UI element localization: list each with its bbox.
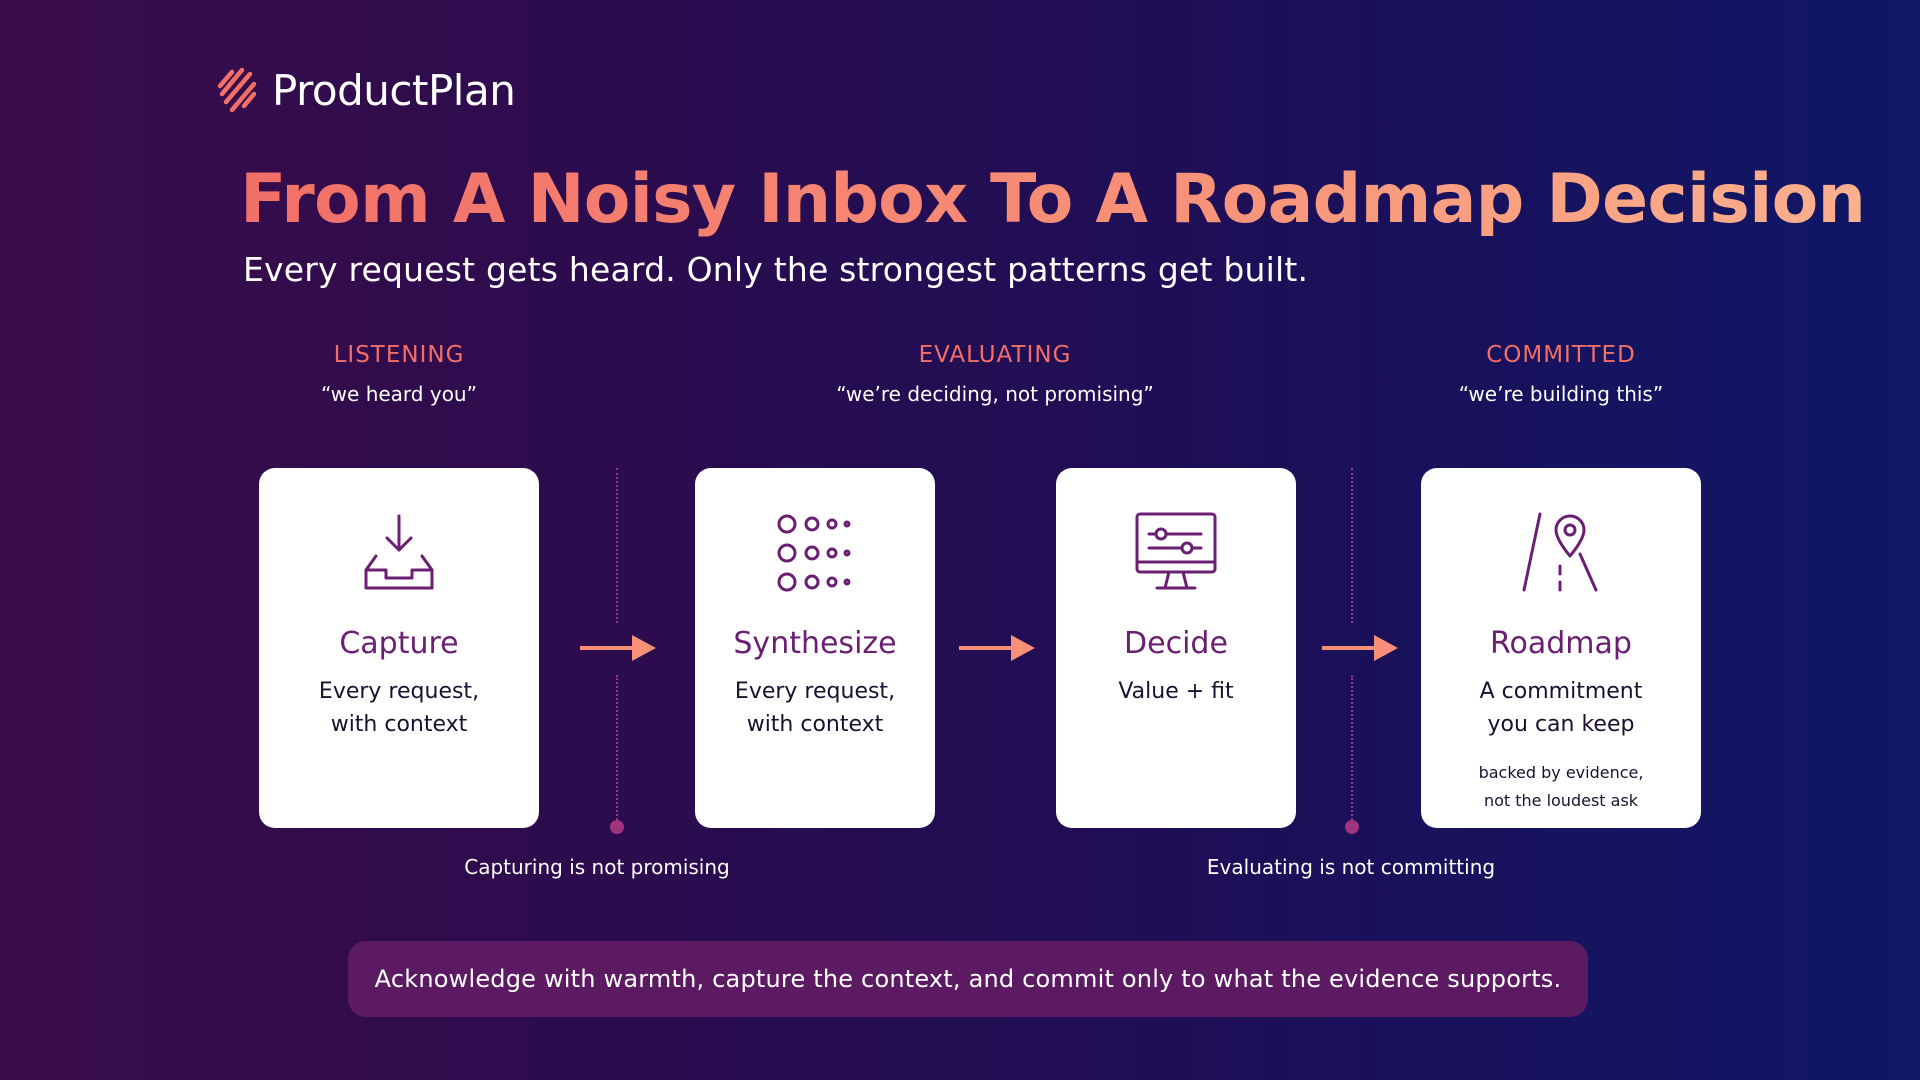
stage-quote: “we’re deciding, not promising” — [836, 382, 1154, 406]
stage-committed: COMMITTED “we’re building this” — [1321, 342, 1801, 406]
stage-label: EVALUATING — [918, 342, 1072, 368]
card-roadmap: Roadmap A commitment you can keep backed… — [1421, 468, 1701, 828]
card-decide: Decide Value + fit — [1056, 468, 1296, 828]
divider-caption: Capturing is not promising — [464, 855, 730, 879]
card-title: Roadmap — [1490, 626, 1632, 661]
inbox-download-icon — [364, 514, 434, 590]
summary-banner: Acknowledge with warmth, capture the con… — [348, 941, 1588, 1017]
page-subtitle: Every request gets heard. Only the stron… — [243, 250, 1309, 289]
divider-line — [616, 468, 618, 623]
arrow-right-icon — [1322, 635, 1398, 661]
road-pin-icon — [1522, 512, 1598, 592]
card-title: Capture — [339, 626, 459, 661]
divider-line — [616, 675, 618, 820]
card-title: Synthesize — [733, 626, 897, 661]
card-capture: Capture Every request, with context — [259, 468, 539, 828]
divider-line — [1351, 675, 1353, 820]
card-description: Every request, with context — [318, 679, 480, 737]
card-description: Every request, with context — [734, 679, 896, 737]
dot-grid-icon — [777, 514, 851, 592]
card-title: Decide — [1124, 626, 1228, 661]
stage-quote: “we heard you” — [321, 382, 477, 406]
stage-quote: “we’re building this” — [1458, 382, 1664, 406]
stage-listening: LISTENING “we heard you” — [159, 342, 639, 406]
brand-name: ProductPlan — [272, 65, 516, 115]
divider-caption: Evaluating is not committing — [1206, 855, 1496, 879]
card-description: A commitment you can keep — [1479, 679, 1643, 737]
brand-logo: ProductPlan — [218, 62, 516, 118]
card-synthesize: Synthesize Every request, with context — [695, 468, 935, 828]
card-description: Value + fit — [1118, 679, 1234, 704]
divider-dot — [1345, 820, 1359, 834]
stage-evaluating: EVALUATING “we’re deciding, not promisin… — [755, 342, 1235, 406]
divider-dot — [610, 820, 624, 834]
monitor-sliders-icon — [1135, 512, 1217, 590]
stage-label: COMMITTED — [1486, 342, 1636, 368]
page-title: From A Noisy Inbox To A Roadmap Decision — [240, 160, 1866, 239]
productplan-logo-icon — [218, 67, 257, 113]
arrow-right-icon — [959, 635, 1035, 661]
arrow-right-icon — [580, 635, 656, 661]
divider-line — [1351, 468, 1353, 623]
stage-label: LISTENING — [333, 342, 465, 368]
card-note: backed by evidence, not the loudest ask — [1478, 763, 1644, 810]
